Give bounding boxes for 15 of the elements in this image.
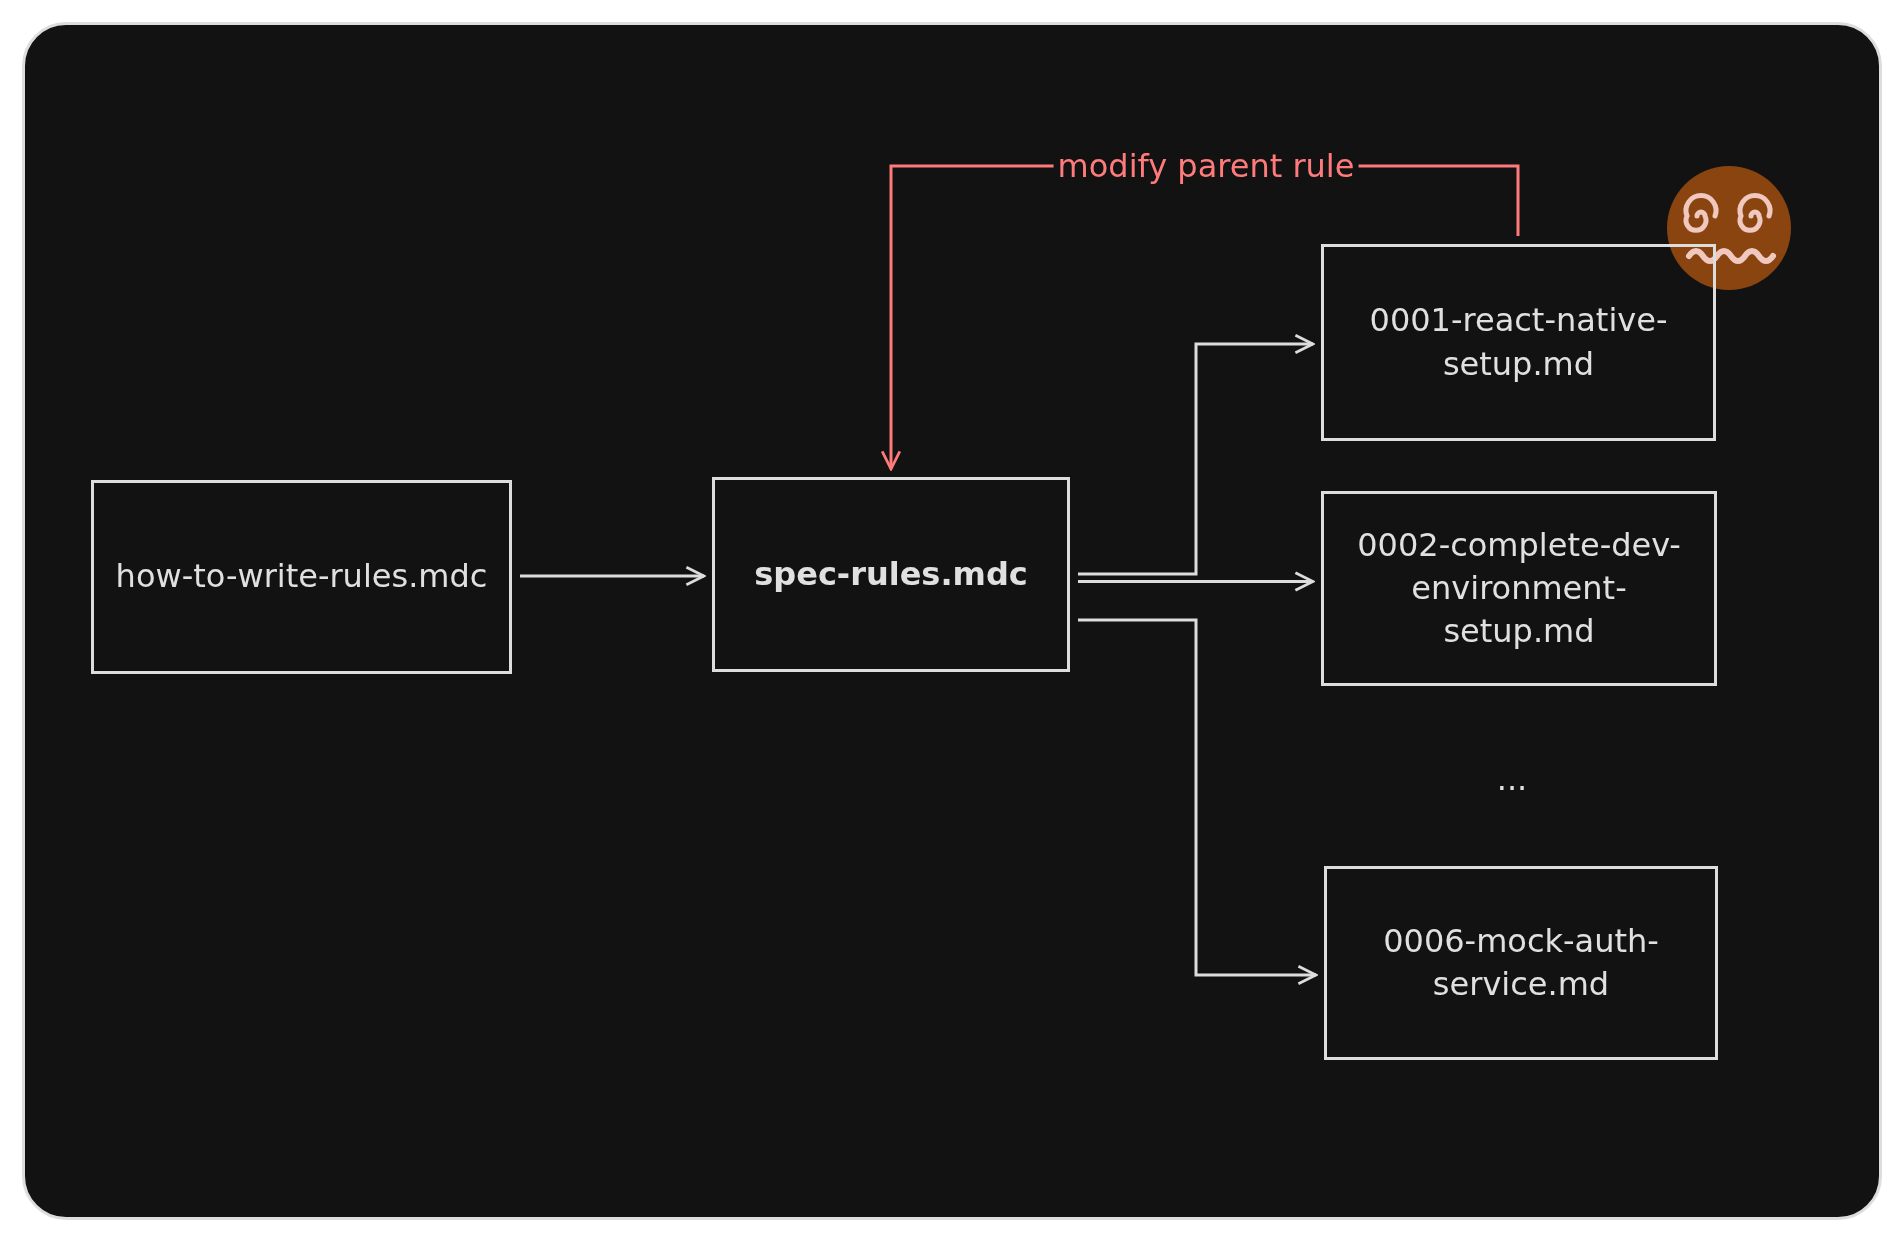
file-box	[1321, 244, 1716, 441]
arrow	[1078, 333, 1315, 576]
arrow	[1078, 618, 1318, 986]
arrow	[520, 565, 706, 587]
file-name: how-to-write-rules.mdc	[115, 556, 488, 598]
file-box	[91, 480, 512, 674]
file-box	[712, 477, 1070, 672]
file-name: spec-rules.mdc	[754, 553, 1028, 595]
file-name: 0006-mock-auth-service.md	[1382, 920, 1660, 1005]
file-name: 0002-complete-dev-environment-setup.md	[1356, 524, 1682, 653]
file-name: 0001-react-native-setup.md	[1368, 300, 1669, 385]
ellipsis-text: ...	[1496, 760, 1528, 799]
file-box	[1321, 491, 1717, 686]
arrow	[1078, 571, 1315, 592]
file-box	[1324, 866, 1718, 1060]
